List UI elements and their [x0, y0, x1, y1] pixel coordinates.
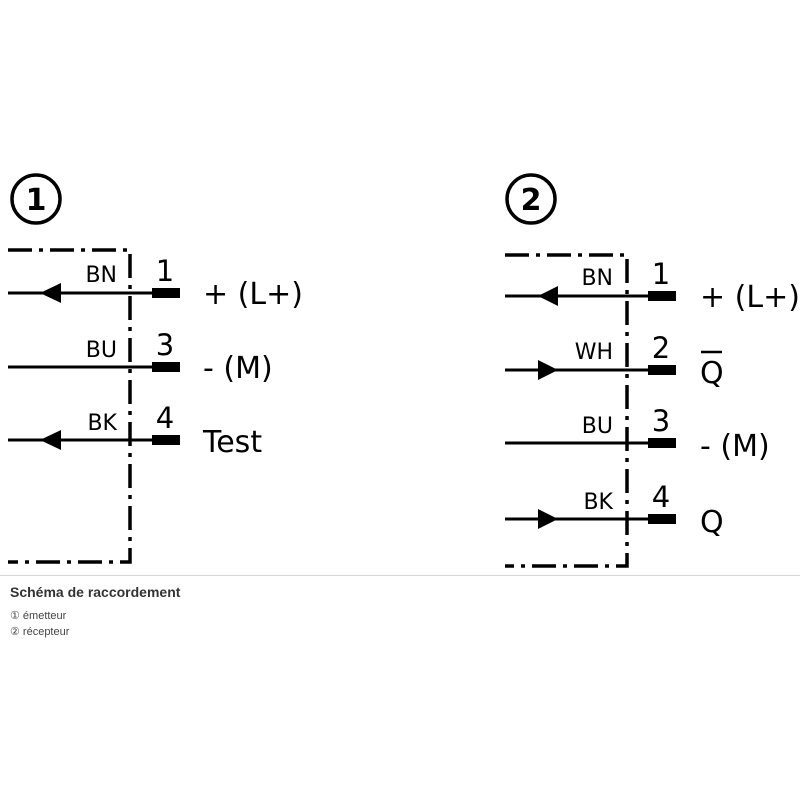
- signal-label: + (L+): [700, 280, 800, 315]
- pin-number: 4: [156, 401, 174, 435]
- marker-2-number: 2: [521, 183, 542, 218]
- caption-item-receiver: ② récepteur: [10, 626, 70, 638]
- pin-number: 4: [652, 480, 670, 514]
- wire-label: BU: [582, 414, 613, 439]
- wire-label: BK: [87, 411, 117, 436]
- pin-number: 3: [156, 328, 174, 362]
- device-2-housing: [505, 253, 629, 568]
- terminal-pin: [648, 291, 676, 301]
- pin-number: 1: [652, 257, 670, 291]
- connection-2-row-3: BU 3 - (M): [505, 404, 770, 464]
- pin-number: 1: [156, 254, 174, 288]
- connection-1-row-2: BU 3 - (M): [8, 328, 273, 386]
- diagram-2: 2 BN 1 + (L+) WH 2 Q BU 3 - (M: [505, 173, 800, 568]
- signal-label: Test: [202, 425, 262, 460]
- marker-2: 2: [505, 173, 557, 225]
- caption-divider: [0, 575, 800, 576]
- terminal-pin: [648, 438, 676, 448]
- arrow-out-icon: [40, 283, 61, 303]
- pin-number: 3: [652, 404, 670, 438]
- caption-title: Schéma de raccordement: [10, 584, 181, 600]
- connection-1-row-1: BN 1 + (L+): [8, 254, 303, 312]
- connection-2-row-4: BK 4 Q: [505, 480, 724, 540]
- wire-label: BN: [581, 266, 613, 291]
- diagram-1: 1 BN 1 + (L+) BU 3 - (M) BK 4 Test: [8, 173, 303, 564]
- arrow-out-icon: [538, 286, 558, 306]
- caption-item-transmitter: ① émetteur: [10, 610, 67, 622]
- arrow-in-icon: [538, 509, 558, 529]
- wiring-diagram: 1 BN 1 + (L+) BU 3 - (M) BK 4 Test: [8, 173, 800, 568]
- connection-1-row-3: BK 4 Test: [8, 401, 262, 460]
- wire-label: WH: [575, 340, 613, 365]
- signal-label: Q: [700, 505, 724, 540]
- marker-1: 1: [10, 173, 62, 225]
- arrow-in-icon: [538, 360, 558, 380]
- signal-label: Q: [700, 356, 724, 391]
- wire-label: BU: [86, 338, 117, 363]
- connection-2-row-2: WH 2 Q: [505, 331, 724, 391]
- terminal-pin: [648, 365, 676, 375]
- marker-1-number: 1: [26, 183, 47, 218]
- wire-label: BN: [85, 263, 117, 288]
- terminal-pin: [152, 288, 180, 298]
- signal-label: - (M): [203, 351, 273, 386]
- device-1-housing: [8, 248, 132, 564]
- signal-label: - (M): [700, 429, 770, 464]
- connection-2-row-1: BN 1 + (L+): [505, 257, 800, 315]
- signal-label: + (L+): [203, 277, 303, 312]
- wire-label: BK: [583, 490, 613, 515]
- arrow-out-icon: [40, 430, 61, 450]
- terminal-pin: [152, 435, 180, 445]
- terminal-pin: [152, 362, 180, 372]
- pin-number: 2: [652, 331, 670, 365]
- terminal-pin: [648, 514, 676, 524]
